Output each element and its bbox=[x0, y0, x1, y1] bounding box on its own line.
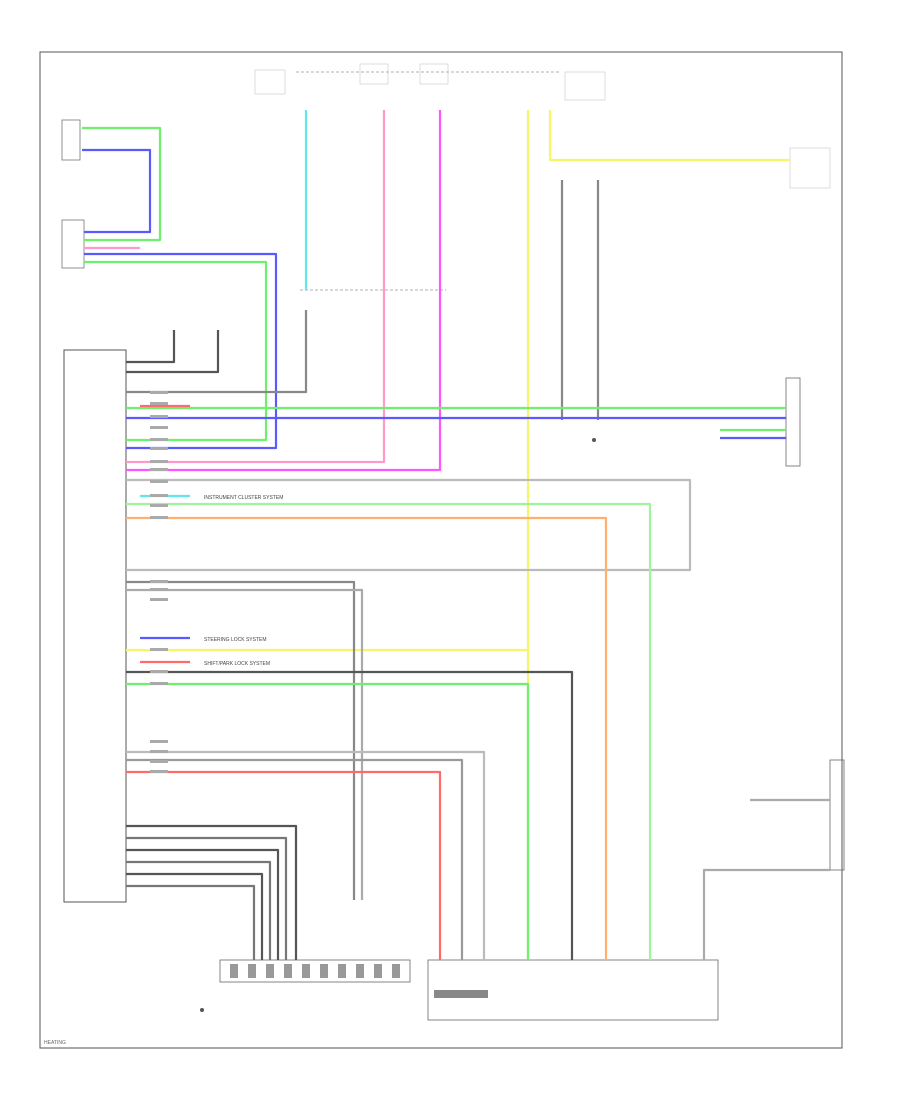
diagram-frame bbox=[39, 51, 843, 1049]
wire-magenta-vertical bbox=[126, 110, 442, 472]
wire-label-ticks bbox=[150, 391, 168, 773]
ground-symbol-mid bbox=[592, 438, 596, 442]
wire-gray-from-cyan bbox=[126, 310, 308, 394]
wire-red-lower bbox=[126, 770, 442, 960]
bottom-connector-left bbox=[219, 959, 411, 983]
wire-gray-bottom-1 bbox=[126, 580, 356, 900]
wire-blue-long bbox=[84, 252, 278, 450]
wire-ladder-5 bbox=[126, 872, 264, 960]
label-instrument-cluster: INSTRUMENT CLUSTER SYSTEM bbox=[204, 495, 283, 501]
steering-sensor-top-left bbox=[61, 119, 85, 269]
right-lower-connector bbox=[829, 759, 845, 871]
wire-gray-lower-1 bbox=[126, 758, 464, 960]
wire-yellow-top-right bbox=[548, 110, 790, 162]
label-shift-lock: SHIFT/PARK LOCK SYSTEM bbox=[204, 661, 270, 667]
wire-gray-bottom-2 bbox=[126, 588, 364, 900]
wire-ladder-4 bbox=[126, 860, 272, 960]
wire-gray-right-long bbox=[126, 478, 692, 572]
wire-gray-right-bottom bbox=[702, 868, 830, 960]
wire-green-long bbox=[84, 260, 268, 442]
top-connector-labels bbox=[254, 63, 831, 189]
ground-symbol-bottom bbox=[200, 1008, 204, 1012]
page-footer-label: HEATING bbox=[44, 1040, 66, 1046]
wire-blue-sensor bbox=[82, 148, 152, 234]
wire-ladder-2 bbox=[126, 836, 288, 960]
wire-black-bottom-right bbox=[126, 670, 574, 960]
top-right-connector bbox=[785, 377, 801, 467]
wire-black-top-1 bbox=[126, 330, 176, 364]
wire-orange bbox=[126, 516, 608, 960]
wire-pink-vertical bbox=[126, 110, 386, 464]
wire-ladder-3 bbox=[126, 848, 280, 960]
label-steering-lock: STEERING LOCK SYSTEM bbox=[204, 637, 267, 643]
wire-black-top-2 bbox=[126, 330, 220, 374]
bottom-connector-pins bbox=[230, 964, 488, 998]
main-ecu-box bbox=[63, 349, 127, 903]
wire-green-sensor-top bbox=[82, 126, 162, 242]
wire-green-thin bbox=[126, 502, 652, 960]
wire-gray-lower-2 bbox=[126, 750, 486, 960]
wire-ladder-6 bbox=[126, 884, 256, 960]
wire-ladder-1 bbox=[126, 824, 298, 960]
wire-green-bottom bbox=[126, 682, 530, 960]
